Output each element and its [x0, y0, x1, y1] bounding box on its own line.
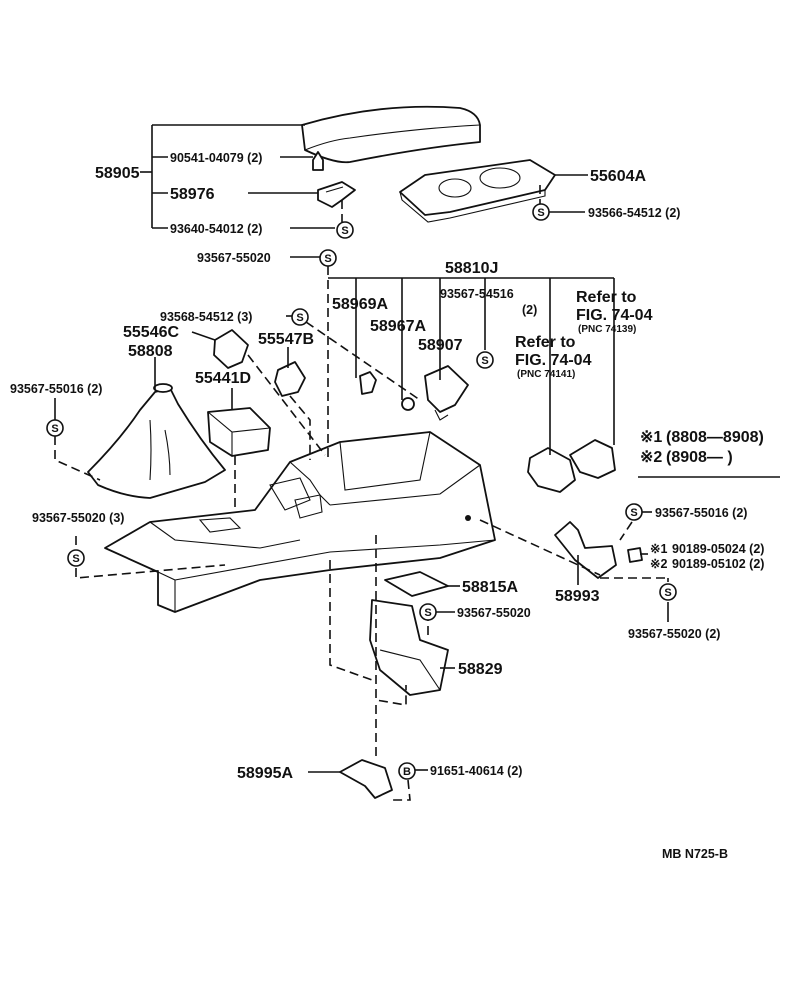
- bracket-58993-drawing: [554, 521, 617, 579]
- svg-text:B: B: [403, 766, 411, 778]
- label-58969a: 58969A: [332, 296, 388, 313]
- bracket-58969a-drawing: [359, 371, 377, 395]
- label-93567-55016-left: 93567-55016 (2): [10, 382, 102, 396]
- label-58907: 58907: [418, 337, 463, 354]
- pocket-58829-drawing: [369, 599, 449, 696]
- svg-text:S: S: [537, 207, 544, 219]
- svg-text:S: S: [51, 423, 58, 435]
- tray-55441d-drawing: [207, 407, 271, 457]
- label-93567-55020-3: 93567-55020 (3): [32, 511, 124, 525]
- ref2-pnc: (PNC 74141): [517, 369, 575, 380]
- ref1-pnc: (PNC 74139): [578, 324, 636, 335]
- symbol-s-93567-55016-right: S: [625, 503, 643, 521]
- label-58976: 58976: [170, 186, 215, 203]
- ref-part-74141-drawing: [527, 447, 576, 493]
- label-55441d: 55441D: [195, 370, 251, 387]
- legend-row2-range: (8908— ): [666, 449, 733, 466]
- symbol-s-93567-55020-mid: S: [419, 603, 437, 621]
- shift-boot-drawing: [87, 383, 226, 499]
- fit1-mark: ※1: [650, 542, 667, 556]
- ref1-line1: Refer to: [576, 289, 637, 306]
- symbol-s-93567-55020-top: S: [319, 249, 337, 267]
- label-58995a: 58995A: [237, 765, 293, 782]
- label-90541-04079: 90541-04079 (2): [170, 151, 262, 165]
- symbol-s-93567-55020-3: S: [67, 549, 85, 567]
- symbol-s-93640: S: [336, 221, 354, 239]
- cupholder-panel-drawing: [399, 159, 556, 223]
- label-58967a: 58967A: [370, 318, 426, 335]
- label-58815a: 58815A: [462, 579, 518, 596]
- bracket-58907-drawing: [424, 365, 469, 421]
- label-93567-55016-right: 93567-55016 (2): [655, 506, 747, 520]
- label-93567-54516: 93567-54516: [440, 287, 514, 301]
- svg-text:S: S: [296, 312, 303, 324]
- label-90189-05102: 90189-05102 (2): [672, 557, 764, 571]
- label-93640-54012: 93640-54012 (2): [170, 222, 262, 236]
- symbol-s-93567-54516: S: [476, 351, 494, 369]
- part-55547b-drawing: [274, 361, 306, 397]
- ref1-line2: FIG. 74-04: [576, 307, 653, 324]
- leader-lines: [54, 124, 780, 801]
- console-body-drawing: [104, 431, 496, 613]
- symbol-s-93567-55020-right: S: [659, 583, 677, 601]
- label-58808: 58808: [128, 343, 173, 360]
- pad-58815a-drawing: [384, 571, 449, 597]
- label-58810j: 58810J: [445, 260, 498, 277]
- svg-text:S: S: [324, 253, 331, 265]
- label-93567-55020-right: 93567-55020 (2): [628, 627, 720, 641]
- console-lid-drawing: [301, 105, 481, 164]
- hinge-58976-drawing: [317, 181, 356, 208]
- bracket-58995a-drawing: [339, 759, 393, 799]
- label-55546c: 55546C: [123, 324, 179, 341]
- part-58967a-drawing: [401, 397, 415, 411]
- fit2-mark: ※2: [650, 557, 667, 571]
- svg-text:S: S: [341, 225, 348, 237]
- label-58993: 58993: [555, 588, 600, 605]
- ref2-line1: Refer to: [515, 334, 576, 351]
- knob-55546c-drawing: [213, 329, 249, 369]
- legend-row1-mark: ※1: [640, 429, 662, 446]
- symbol-b-91651: B: [398, 762, 416, 780]
- label-93566-54512: 93566-54512 (2): [588, 206, 680, 220]
- label-90189-05024: 90189-05024 (2): [672, 542, 764, 556]
- label-58829: 58829: [458, 661, 503, 678]
- label-55547b: 55547B: [258, 331, 314, 348]
- legend-row1-range: (8808—8908): [666, 429, 764, 446]
- ref2-line2: FIG. 74-04: [515, 352, 592, 369]
- label-91651-40614: 91651-40614 (2): [430, 764, 522, 778]
- svg-text:S: S: [630, 507, 637, 519]
- label-93567-54516-qty: (2): [522, 303, 537, 317]
- ref-part-74139-drawing: [569, 439, 616, 479]
- clip-90541-drawing: [312, 151, 324, 171]
- label-58905: 58905: [95, 165, 140, 182]
- symbol-s-93566: S: [532, 203, 550, 221]
- svg-text:S: S: [664, 587, 671, 599]
- label-55604a: 55604A: [590, 168, 646, 185]
- symbol-s-93568: S: [291, 308, 309, 326]
- svg-text:S: S: [481, 355, 488, 367]
- label-93567-55020-mid: 93567-55020: [457, 606, 531, 620]
- svg-text:S: S: [72, 553, 79, 565]
- legend-row2-mark: ※2: [640, 449, 662, 466]
- symbol-s-93567-55016-left: S: [46, 419, 64, 437]
- label-93568-54512: 93568-54512 (3): [160, 310, 252, 324]
- fitting-90189-drawing: [627, 547, 643, 563]
- svg-text:S: S: [424, 607, 431, 619]
- footer-code: MB N725-B: [662, 847, 728, 861]
- label-93567-55020-top: 93567-55020: [197, 251, 271, 265]
